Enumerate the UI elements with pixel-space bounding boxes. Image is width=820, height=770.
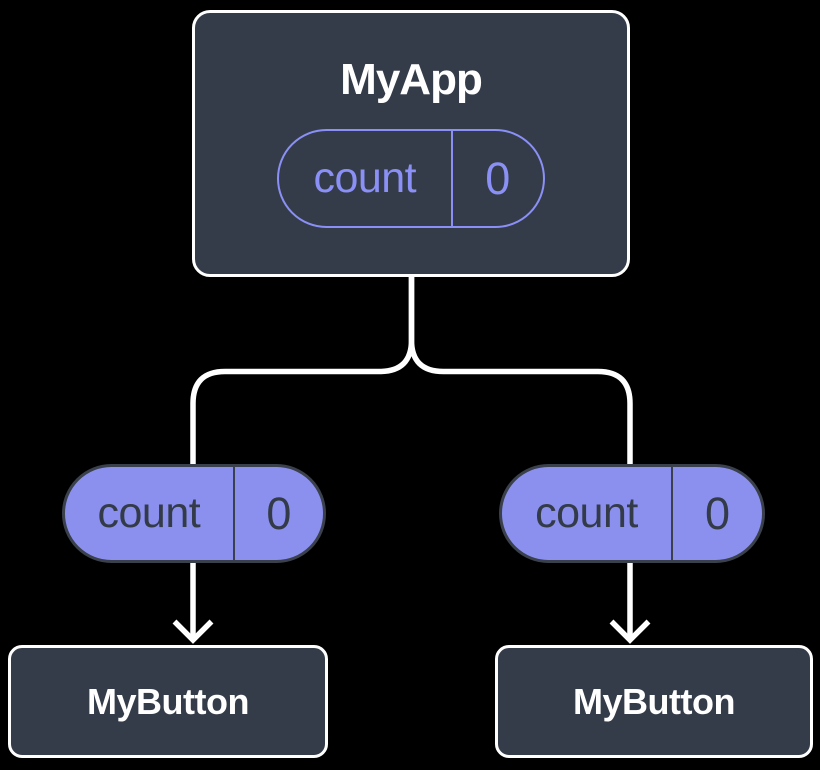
state-value: 0 <box>485 152 511 204</box>
component-title: MyButton <box>573 680 735 722</box>
component-node-mybutton-left: MyButton <box>8 645 328 758</box>
connector-root-to-left-branch <box>190 276 415 465</box>
prop-pill-left: count 0 <box>62 464 326 563</box>
state-pill: count 0 <box>277 129 545 228</box>
connector-root-to-right-branch <box>408 276 633 465</box>
arrow-left-head-icon <box>172 619 214 644</box>
component-title: MyApp <box>340 55 483 104</box>
arrow-right-head-icon <box>609 619 651 644</box>
prop-value: 0 <box>704 487 731 539</box>
component-title: MyButton <box>87 680 249 722</box>
prop-value: 0 <box>266 487 292 539</box>
prop-name: count <box>502 467 673 560</box>
state-name: count <box>279 131 453 226</box>
prop-name: count <box>65 467 235 560</box>
component-node-mybutton-right: MyButton <box>495 645 813 758</box>
prop-pill-right: count 0 <box>499 464 765 563</box>
component-node-myapp: MyApp count 0 <box>192 10 630 277</box>
